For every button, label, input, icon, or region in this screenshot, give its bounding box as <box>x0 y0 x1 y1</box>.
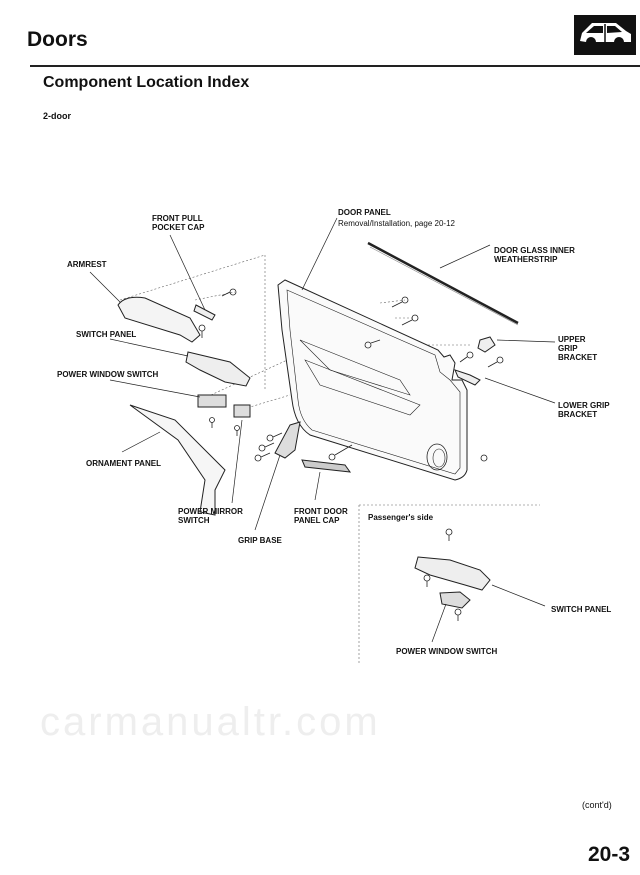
inset-title: Passenger's side <box>368 513 434 522</box>
pull-pocket-cap-shape <box>193 304 216 321</box>
switch-panel-shape <box>185 351 251 387</box>
screw-icons <box>198 288 504 621</box>
label-armrest: ARMREST <box>67 260 107 269</box>
lower-grip-bracket-shape <box>454 369 481 386</box>
label-upper-grip-bracket: UPPER GRIP BRACKET <box>558 335 598 362</box>
section-subtitle: 2-door <box>43 111 71 121</box>
door-panel-shape <box>277 279 468 481</box>
page-title: Doors <box>27 28 88 51</box>
section-title: Component Location Index <box>43 74 250 91</box>
label-grip-base: GRIP BASE <box>238 536 282 545</box>
power-window-switch-shape <box>197 394 227 408</box>
label-door-panel-reference: Removal/Installation, page 20-12 <box>338 219 455 228</box>
header-divider <box>30 65 640 67</box>
label-front-pull-pocket-cap: FRONT PULL POCKET CAP <box>152 214 205 232</box>
front-door-panel-cap-shape <box>301 459 352 473</box>
inset-power-window-switch-shape <box>439 591 471 609</box>
label-ornament-panel: ORNAMENT PANEL <box>86 459 161 468</box>
inset-label-power-window-switch: POWER WINDOW SWITCH <box>396 647 498 656</box>
label-door-glass-inner-weatherstrip: DOOR GLASS INNER WEATHERSTRIP <box>494 246 575 264</box>
armrest-shape <box>117 296 201 343</box>
upper-grip-bracket-shape <box>477 336 496 353</box>
label-power-window-switch: POWER WINDOW SWITCH <box>57 370 159 379</box>
label-lower-grip-bracket: LOWER GRIP BRACKET <box>558 401 610 419</box>
inset-label-switch-panel: SWITCH PANEL <box>551 605 612 614</box>
power-mirror-switch-shape <box>233 404 251 418</box>
label-front-door-panel-cap: FRONT DOOR PANEL CAP <box>294 507 348 525</box>
leader-lines <box>89 217 556 643</box>
label-power-mirror-switch: POWER MIRROR SWITCH <box>178 507 243 525</box>
watermark: carmanualtr.com <box>40 700 381 744</box>
car-sedan-icon <box>574 15 636 55</box>
inset-switch-panel-shape <box>414 556 491 591</box>
label-door-panel: DOOR PANEL <box>338 208 391 217</box>
label-switch-panel: SWITCH PANEL <box>76 330 137 339</box>
continued-note: (cont'd) <box>582 800 612 810</box>
page-number: 20-3 <box>588 843 631 866</box>
ornament-panel-shape <box>129 404 226 516</box>
weatherstrip-shape <box>367 241 519 326</box>
grip-base-shape <box>274 421 301 459</box>
